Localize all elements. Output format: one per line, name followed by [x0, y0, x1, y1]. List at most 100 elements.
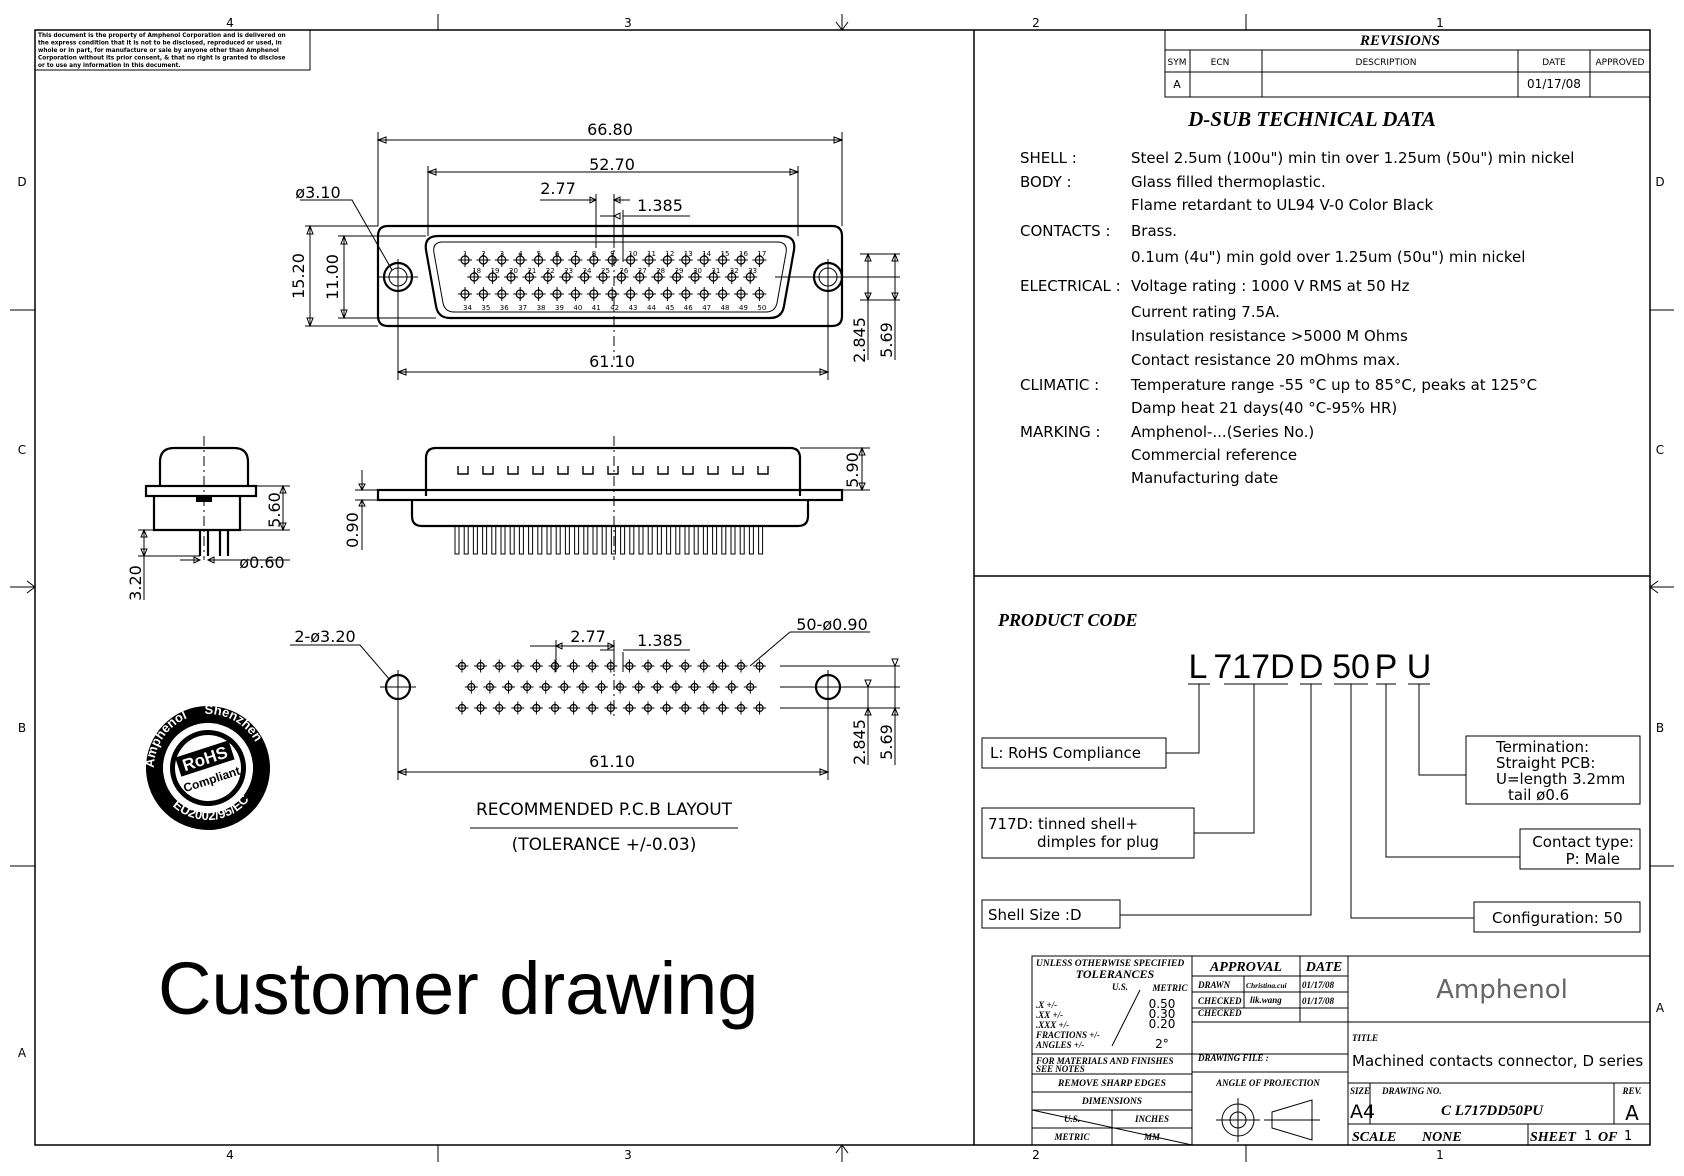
title-block: UNLESS OTHERWISE SPECIFIED TOLERANCES U.… — [1031, 955, 1651, 1146]
svg-text:MM: MM — [1143, 1132, 1161, 1142]
grid-row-c: C — [18, 443, 26, 457]
tail — [454, 525, 460, 555]
svg-text:43: 43 — [629, 304, 638, 312]
dim-66-80: 66.80 — [587, 120, 633, 139]
pcb-pin — [678, 659, 692, 673]
pcb-pin — [641, 659, 655, 673]
svg-text:49: 49 — [739, 304, 748, 312]
revision-letter: A — [1625, 1101, 1639, 1125]
tail — [491, 525, 497, 555]
svg-text:01/17/08: 01/17/08 — [1302, 996, 1335, 1006]
svg-text:lik.wang: lik.wang — [1250, 995, 1282, 1005]
dim-3-20: 3.20 — [126, 565, 145, 601]
pin: 29 — [669, 267, 684, 284]
pin: 12 — [660, 250, 675, 267]
pcb-pin — [604, 701, 618, 715]
slot — [732, 466, 744, 475]
dim-11-00: 11.00 — [323, 254, 342, 300]
slot — [557, 466, 569, 475]
svg-text:4: 4 — [518, 250, 523, 258]
pcb-pin — [539, 680, 553, 694]
svg-text:U.S.: U.S. — [1112, 982, 1128, 992]
svg-text:0.30: 0.30 — [1149, 1007, 1176, 1021]
tech-label: BODY : — [1020, 173, 1072, 191]
svg-text:This document is the property: This document is the property of Ampheno… — [38, 33, 286, 39]
tech-value: Brass. — [1131, 222, 1177, 240]
svg-text:46: 46 — [684, 304, 693, 312]
svg-text:19: 19 — [491, 267, 500, 275]
slot — [457, 466, 469, 475]
box-shell-size: Shell Size :D — [988, 906, 1082, 924]
pcb-pin — [595, 680, 608, 694]
svg-text:SYM: SYM — [1168, 58, 1187, 68]
dim-tail-dia: ø0.60 — [239, 553, 284, 572]
svg-text:9: 9 — [610, 250, 614, 258]
pin: 19 — [485, 267, 500, 284]
svg-text:0.20: 0.20 — [1149, 1017, 1176, 1031]
grid-row-c-right: C — [1656, 443, 1664, 457]
tech-value: Contact resistance 20 mOhms max. — [1131, 351, 1400, 369]
revisions-title: REVISIONS — [1359, 33, 1440, 49]
customer-drawing-watermark: Customer drawing — [158, 947, 758, 1030]
pcb-title: RECOMMENDED P.C.B LAYOUT — [476, 800, 733, 820]
svg-text:20: 20 — [509, 267, 518, 275]
tail — [647, 525, 653, 555]
svg-text:13: 13 — [684, 250, 693, 258]
pin: 11 — [642, 250, 656, 267]
dim-pcb-rowspan: 5.69 — [877, 724, 896, 760]
pcb-pin — [474, 659, 488, 673]
svg-text:APPROVAL: APPROVAL — [1209, 960, 1282, 975]
code-part-p: P — [1375, 648, 1398, 686]
svg-text:36: 36 — [500, 304, 509, 312]
svg-text:OF: OF — [1598, 1130, 1618, 1145]
drawing-title: Machined contacts connector, D series — [1352, 1052, 1643, 1070]
tech-data-title: D-SUB TECHNICAL DATA — [1187, 107, 1436, 131]
grid-col-3: 3 — [624, 16, 632, 30]
svg-text:32: 32 — [730, 267, 739, 275]
tech-value: Damp heat 21 days(40 °C-95% HR) — [1131, 399, 1397, 417]
pcb-pin — [529, 659, 543, 673]
pin: 49 — [734, 287, 748, 312]
svg-text:30: 30 — [693, 267, 702, 275]
grid-row-d: D — [17, 175, 26, 189]
product-code-title: PRODUCT CODE — [997, 610, 1138, 630]
svg-text:39: 39 — [555, 304, 564, 312]
pcb-pin — [725, 680, 739, 694]
svg-text:DIMENSIONS: DIMENSIONS — [1081, 1097, 1142, 1107]
dim-1-385: 1.385 — [637, 196, 683, 215]
tail — [518, 525, 524, 555]
grid-col-3-bottom: 3 — [624, 1148, 632, 1162]
pin: 34 — [458, 287, 472, 312]
svg-text:0.50: 0.50 — [1149, 997, 1176, 1011]
pcb-pin — [706, 680, 720, 694]
pin: 40 — [568, 287, 583, 312]
pcb-pin — [567, 701, 581, 715]
pcb-pin — [715, 659, 729, 673]
pin: 20 — [504, 267, 518, 284]
svg-text:SEE NOTES: SEE NOTES — [1036, 1064, 1085, 1074]
pcb-pin — [455, 659, 469, 673]
tech-data-list: SHELL :Steel 2.5um (100u") min tin over … — [1020, 149, 1574, 487]
drawing-number: C L717DD50PU — [1441, 1103, 1544, 1119]
svg-text:APPROVED: APPROVED — [1596, 58, 1645, 68]
pin: 35 — [476, 287, 491, 312]
product-code-boxes: L: RoHS Compliance 717D: tinned shell+ d… — [981, 735, 1641, 933]
svg-text:REV.: REV. — [1621, 1086, 1641, 1096]
pcb-pin — [585, 701, 599, 715]
dim-pcb-off: 2.845 — [850, 719, 869, 765]
grid-col-4-bottom: 4 — [226, 1148, 234, 1162]
pin: 13 — [678, 250, 693, 267]
pcb-pin — [604, 659, 618, 673]
pcb-pin — [753, 659, 767, 673]
pin: 18 — [467, 267, 482, 284]
grid-col-2: 2 — [1032, 16, 1040, 30]
pcb-pin — [697, 659, 711, 673]
svg-text:Corporation without its prior: Corporation without its prior consent, &… — [38, 56, 285, 62]
svg-text:24: 24 — [583, 267, 592, 275]
svg-text:DESCRIPTION: DESCRIPTION — [1356, 58, 1417, 68]
pin: 26 — [614, 267, 629, 284]
pin: 31 — [706, 267, 721, 284]
tail — [564, 525, 570, 555]
proprietary-notice: This document is the property of Ampheno… — [34, 29, 311, 71]
pin: 15 — [715, 250, 730, 267]
